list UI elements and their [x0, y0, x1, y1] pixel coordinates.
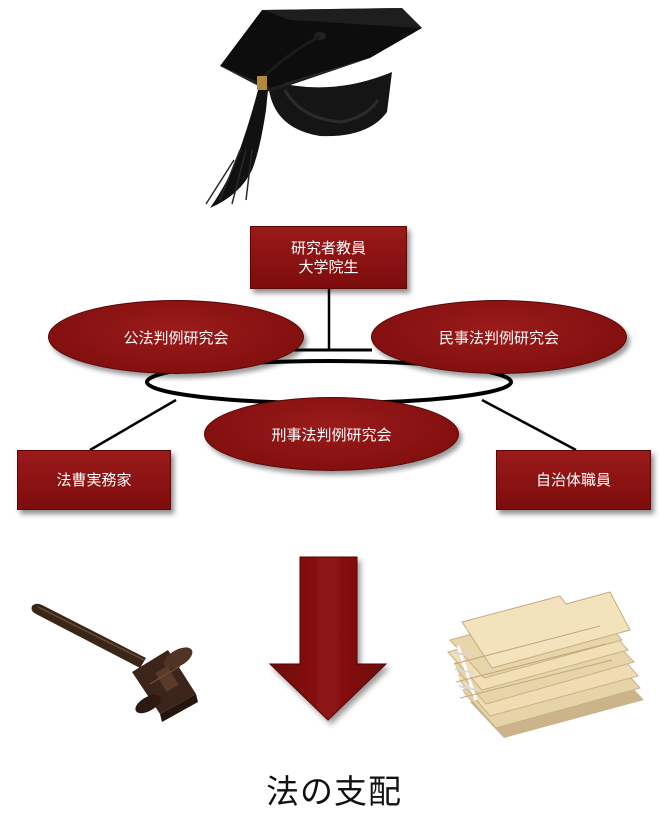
legal-practitioner-box: 法曹実務家	[17, 450, 171, 510]
civil-law-study-group-oval: 民事法判例研究会	[371, 300, 627, 374]
rule-of-law-caption: 法の支配	[266, 772, 402, 811]
criminal-law-study-group-oval: 刑事法判例研究会	[204, 397, 459, 471]
municipal-staff-label: 自治体職員	[535, 470, 611, 489]
graduate-student-label: 大学院生	[298, 257, 359, 276]
public-law-study-group-label: 公法判例研究会	[123, 328, 229, 347]
legal-practitioner-label: 法曹実務家	[56, 470, 132, 489]
criminal-law-study-group-label: 刑事法判例研究会	[271, 425, 392, 444]
connector-left	[89, 398, 177, 452]
researcher-faculty-box: 研究者教員 大学院生	[250, 226, 407, 289]
researcher-faculty-label: 研究者教員	[290, 238, 366, 257]
civil-law-study-group-label: 民事法判例研究会	[438, 328, 559, 347]
connector-right	[481, 398, 577, 452]
down-arrow-icon	[268, 556, 388, 721]
public-law-study-group-oval: 公法判例研究会	[48, 300, 304, 374]
gavel-icon	[31, 603, 198, 722]
municipal-staff-box: 自治体職員	[496, 450, 651, 510]
graduation-cap-icon	[205, 8, 422, 208]
folders-icon	[446, 591, 644, 738]
